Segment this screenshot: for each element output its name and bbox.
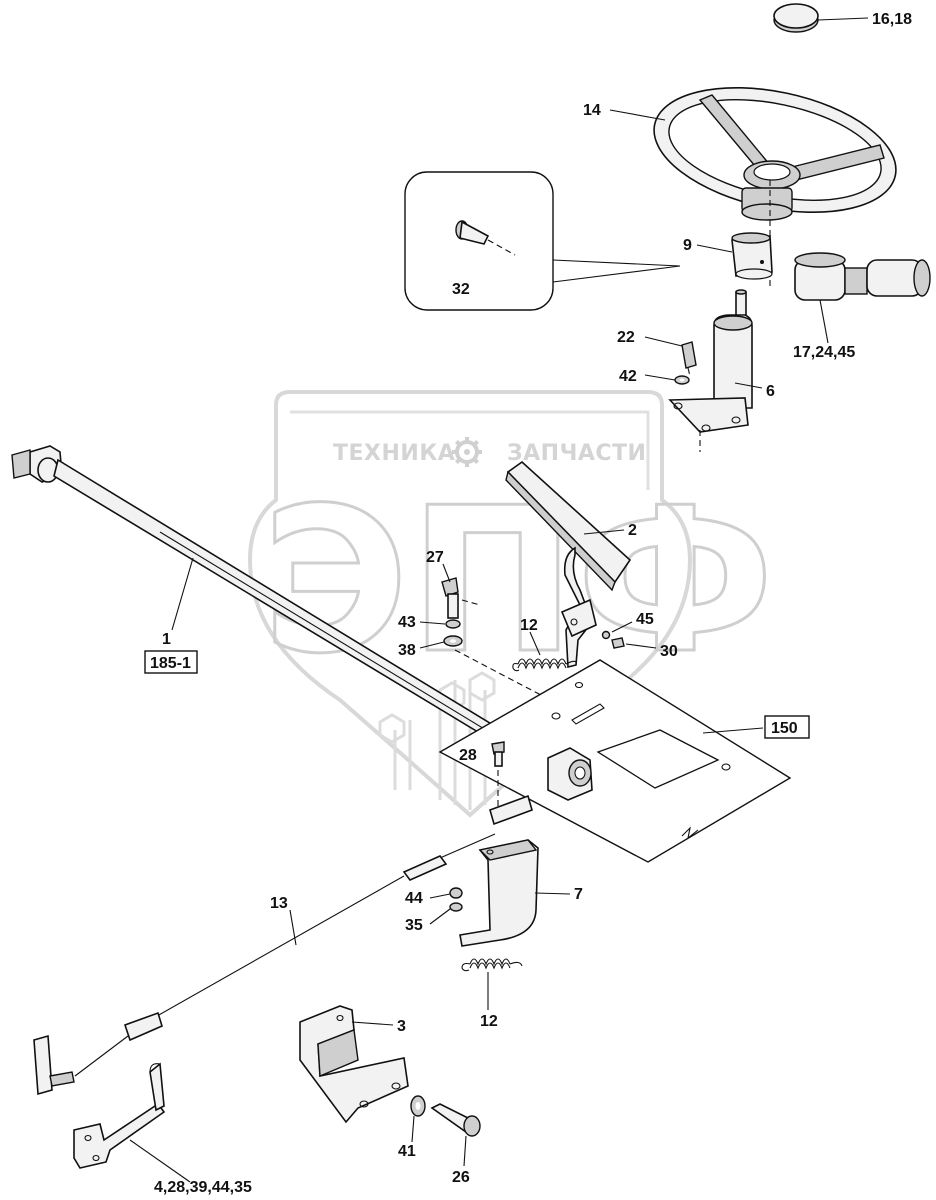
part-bolt-26 bbox=[430, 1103, 481, 1137]
label-7: 7 bbox=[574, 886, 583, 903]
part-bolt-22 bbox=[681, 341, 697, 377]
label-41: 41 bbox=[398, 1143, 416, 1160]
label-43: 43 bbox=[398, 614, 416, 631]
label-45: 45 bbox=[636, 611, 654, 628]
label-26: 26 bbox=[452, 1169, 470, 1186]
part-bracket-7 bbox=[459, 839, 539, 947]
part-washer-41 bbox=[410, 1095, 426, 1117]
part-pivot-block bbox=[489, 747, 593, 826]
label-44: 44 bbox=[405, 890, 423, 907]
part-bolt-28 bbox=[491, 741, 505, 767]
detail-callout-box bbox=[404, 171, 681, 311]
label-16-18: 16,18 bbox=[872, 11, 912, 28]
watermark-text-right: ЗАПЧАСТИ bbox=[507, 441, 646, 466]
label-12-bottom: 12 bbox=[480, 1013, 498, 1030]
part-spring-bottom bbox=[461, 958, 523, 972]
watermark-text-left: ТЕХНИКА bbox=[333, 441, 455, 466]
part-nut-45 bbox=[601, 630, 611, 640]
part-bushing bbox=[731, 232, 773, 280]
part-steering-column bbox=[668, 289, 753, 452]
part-floor-plate bbox=[438, 659, 792, 863]
label-4-group: 4,28,39,44,35 bbox=[154, 1179, 252, 1196]
part-bolt-27 bbox=[441, 577, 481, 619]
label-38: 38 bbox=[398, 642, 416, 659]
label-13: 13 bbox=[270, 895, 288, 912]
label-12-top: 12 bbox=[520, 617, 538, 634]
part-washer-43 bbox=[445, 619, 461, 629]
label-150: 150 bbox=[771, 720, 798, 737]
label-3: 3 bbox=[397, 1018, 406, 1035]
label-30: 30 bbox=[660, 643, 678, 660]
part-nut-44 bbox=[449, 887, 463, 899]
label-28: 28 bbox=[459, 747, 477, 764]
ref-box-150 bbox=[764, 715, 810, 739]
part-cable bbox=[33, 833, 496, 1096]
label-17-24-45: 17,24,45 bbox=[793, 344, 855, 361]
label-32: 32 bbox=[452, 281, 470, 298]
label-6: 6 bbox=[766, 383, 775, 400]
label-14: 14 bbox=[583, 102, 601, 119]
part-cap bbox=[773, 3, 869, 33]
part-pin bbox=[455, 220, 516, 256]
label-9: 9 bbox=[683, 237, 692, 254]
part-washer-38 bbox=[443, 635, 463, 647]
ref-box-185-1 bbox=[144, 650, 198, 674]
label-27: 27 bbox=[426, 549, 444, 566]
watermark: ТЕХНИКА ЗАПЧАСТИ ЭПФ bbox=[247, 390, 776, 818]
label-42: 42 bbox=[619, 368, 637, 385]
part-pedal bbox=[505, 460, 632, 669]
label-35: 35 bbox=[405, 917, 423, 934]
part-bracket-4 bbox=[73, 1062, 166, 1169]
label-1: 1 bbox=[162, 631, 171, 648]
part-washer-42 bbox=[674, 375, 690, 385]
label-2: 2 bbox=[628, 522, 637, 539]
part-steering-wheel bbox=[653, 86, 897, 290]
watermark-logo-text: ЭПФ bbox=[262, 465, 775, 698]
part-switch-assembly bbox=[794, 252, 931, 301]
part-spring-top bbox=[512, 658, 577, 672]
label-185-1: 185-1 bbox=[150, 655, 191, 672]
gear-icon bbox=[452, 437, 482, 467]
label-22: 22 bbox=[617, 329, 635, 346]
part-bolt-30 bbox=[611, 637, 625, 649]
part-bracket-3 bbox=[299, 1005, 409, 1124]
part-washer-35 bbox=[449, 902, 463, 912]
